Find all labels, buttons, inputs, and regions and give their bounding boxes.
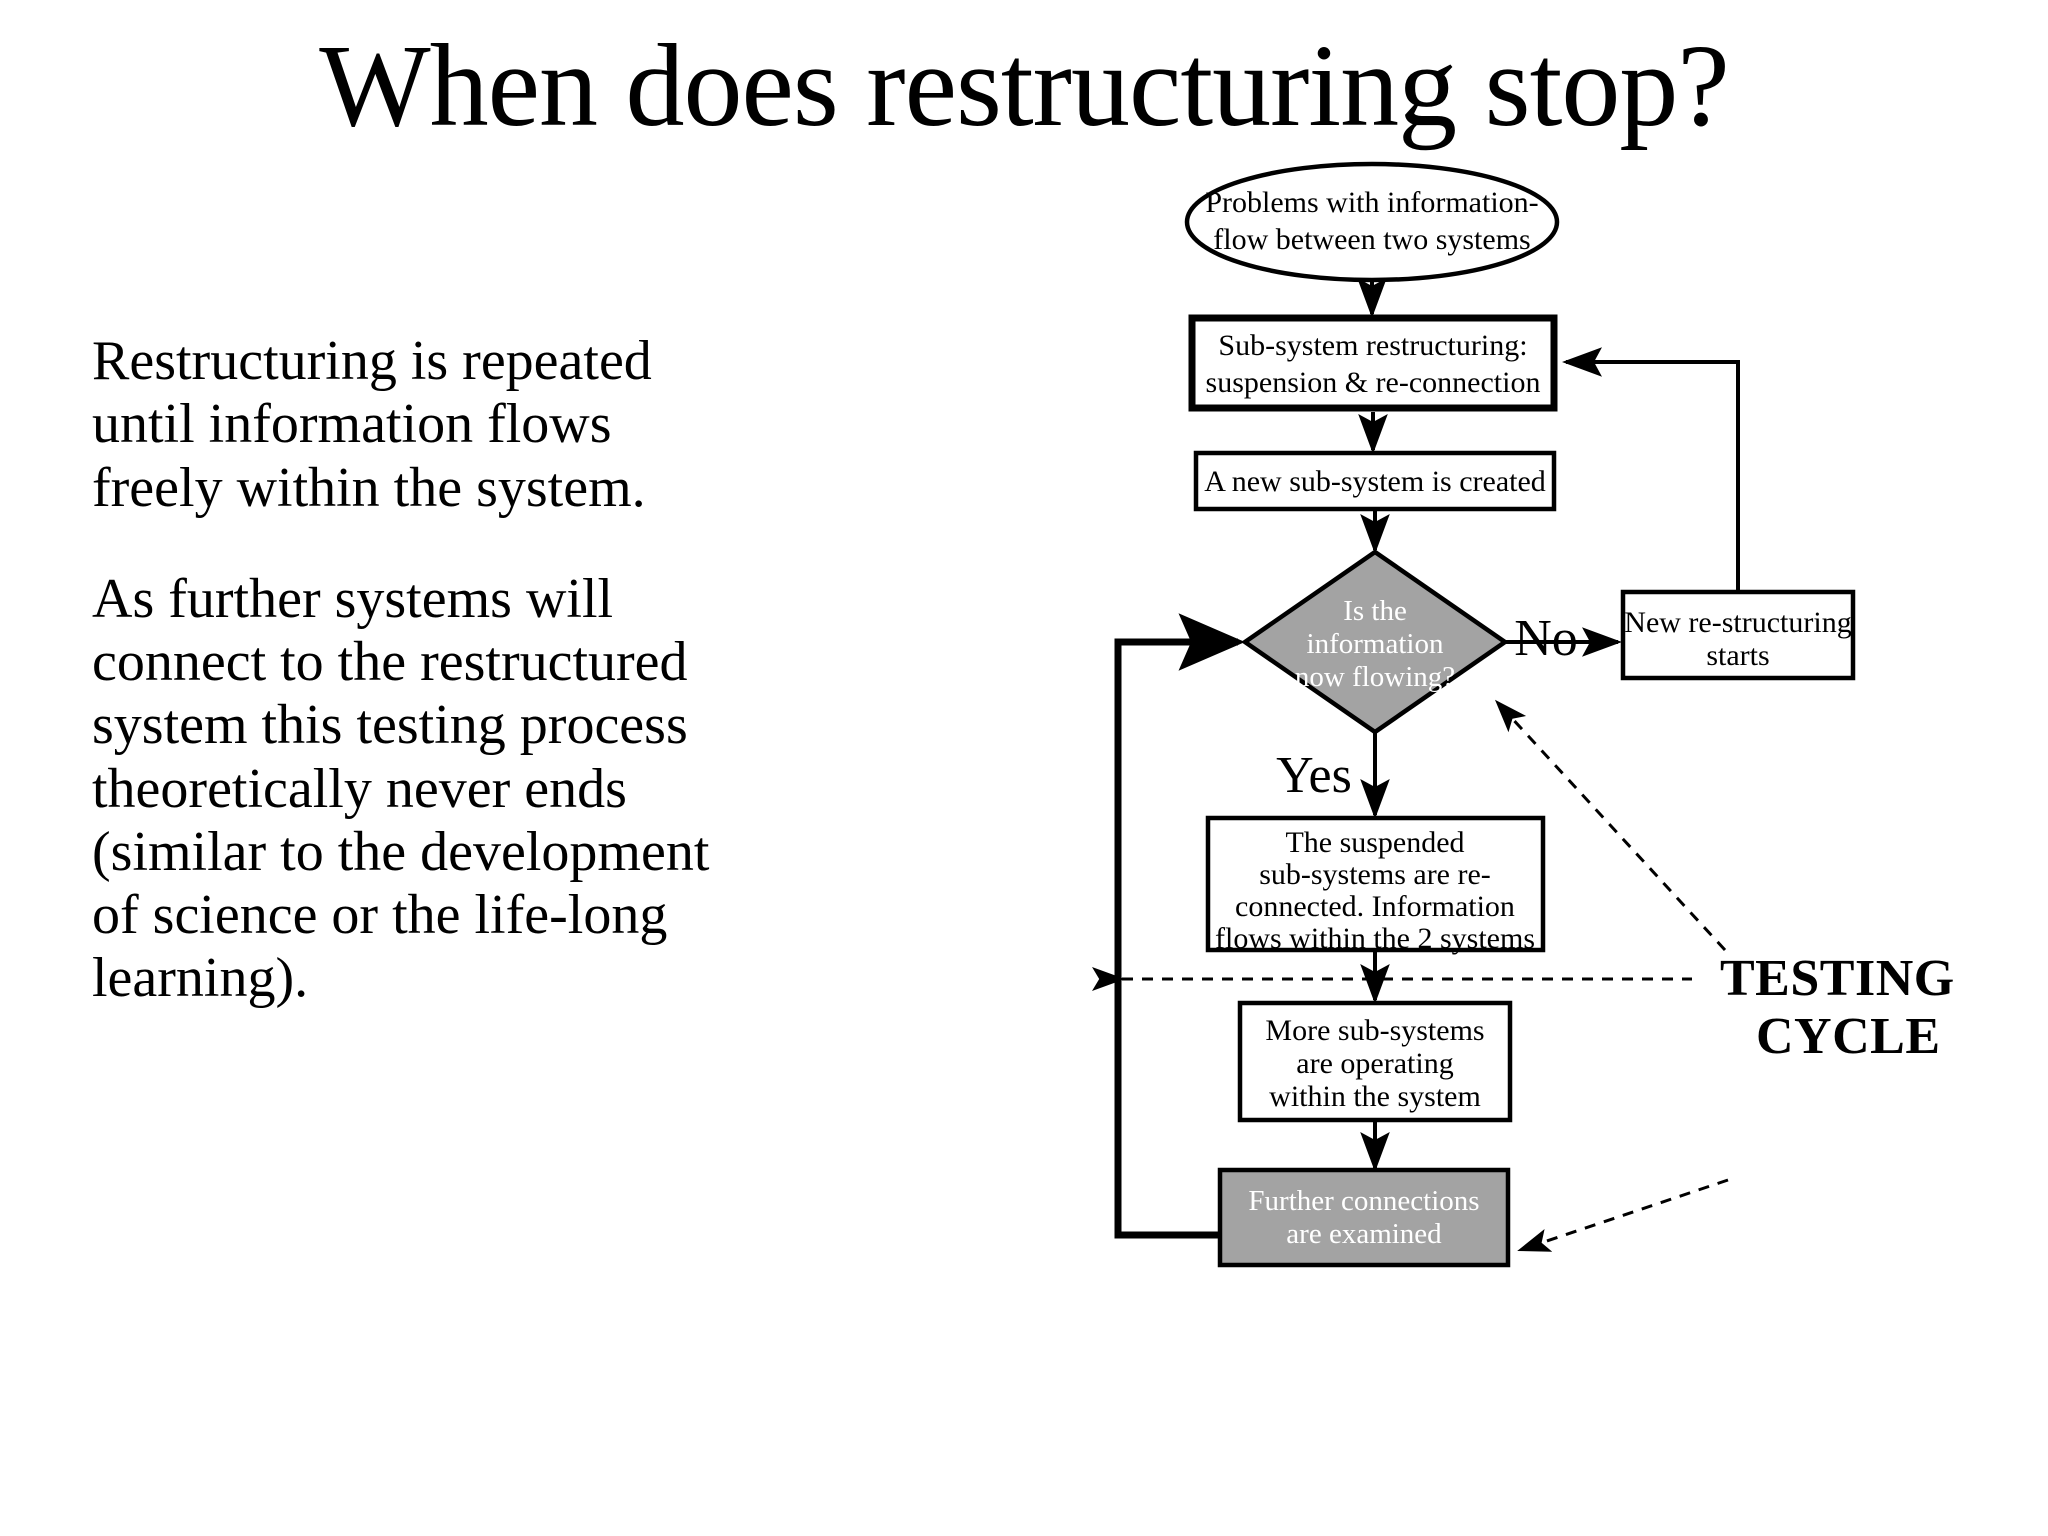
new-restructuring-box-shape: [1620, 589, 1856, 681]
new-restructuring-line-1: New re-structuring: [1624, 606, 1851, 639]
more-subsystems-box-shape: [1237, 1000, 1513, 1123]
reconnected-line-1: The suspended: [1285, 826, 1464, 859]
flowchart-node-start: Problems with information- flow between …: [1184, 161, 1560, 283]
decision-line-1: Is the: [1343, 595, 1407, 627]
body-paragraph-2: As further systems will connect to the r…: [92, 567, 710, 1010]
flowchart-node-restructuring: Sub-system restructuring: suspension & r…: [1188, 314, 1558, 412]
further-connections-line-1: Further connections: [1248, 1185, 1479, 1217]
body-text-column: Restructuring is repeated until informat…: [92, 330, 712, 1011]
reconnected-line-4: flows within the 2 systems: [1215, 922, 1535, 955]
more-subsystems-line-3: within the system: [1269, 1080, 1481, 1113]
new-subsystem-label: A new sub-system is created: [1204, 465, 1546, 498]
restructuring-line-2: suspension & re-connection: [1206, 366, 1541, 399]
connector-new-restructuring-feedback: [1562, 347, 1740, 592]
branch-label-yes: Yes: [1276, 747, 1352, 804]
new-restructuring-line-2: starts: [1706, 639, 1769, 672]
start-line-2: flow between two systems: [1213, 223, 1530, 256]
branch-label-no: No: [1514, 610, 1578, 667]
reconnected-line-3: connected. Information: [1235, 890, 1515, 923]
flowchart-node-further-connections: Further connections are examined: [1217, 1167, 1511, 1268]
further-connections-box-shape: [1217, 1167, 1511, 1268]
testing-cycle-dashed-to-decision: [1494, 699, 1727, 952]
flowchart-diagram: Problems with information- flow between …: [1092, 161, 1955, 1268]
restructuring-box-shape: [1188, 314, 1558, 412]
connector-further-connections-loop-to-decision: [1114, 613, 1245, 1239]
flowchart-node-more-subsystems: More sub-systems are operating within th…: [1237, 1000, 1513, 1123]
body-paragraph-1: Restructuring is repeated until informat…: [92, 330, 652, 519]
start-line-1: Problems with information-: [1205, 186, 1538, 219]
testing-cycle-label-line-1: TESTING: [1720, 950, 1955, 1007]
start-ellipse-shape: [1184, 161, 1560, 283]
testing-cycle-dashed-to-further-connections: [1517, 1178, 1729, 1252]
flowchart-node-new-restructuring: New re-structuring starts: [1620, 589, 1856, 681]
flowchart-node-decision: Is the information now flowing?: [1241, 549, 1509, 735]
more-subsystems-line-1: More sub-systems: [1265, 1014, 1484, 1047]
more-subsystems-line-2: are operating: [1296, 1047, 1453, 1080]
page-title: When does restructuring stop?: [319, 20, 1730, 151]
reconnected-line-2: sub-systems are re-: [1259, 858, 1491, 891]
flowchart-node-reconnected: The suspended sub-systems are re- connec…: [1205, 815, 1546, 955]
decision-line-2: information: [1307, 628, 1444, 660]
new-subsystem-box-shape: [1193, 450, 1557, 512]
flowchart-node-new-subsystem: A new sub-system is created: [1193, 450, 1557, 512]
testing-cycle-label-line-2: CYCLE: [1756, 1008, 1941, 1065]
further-connections-line-2: are examined: [1286, 1218, 1442, 1250]
restructuring-line-1: Sub-system restructuring:: [1218, 329, 1527, 362]
decision-line-3: now flowing?: [1295, 661, 1455, 693]
